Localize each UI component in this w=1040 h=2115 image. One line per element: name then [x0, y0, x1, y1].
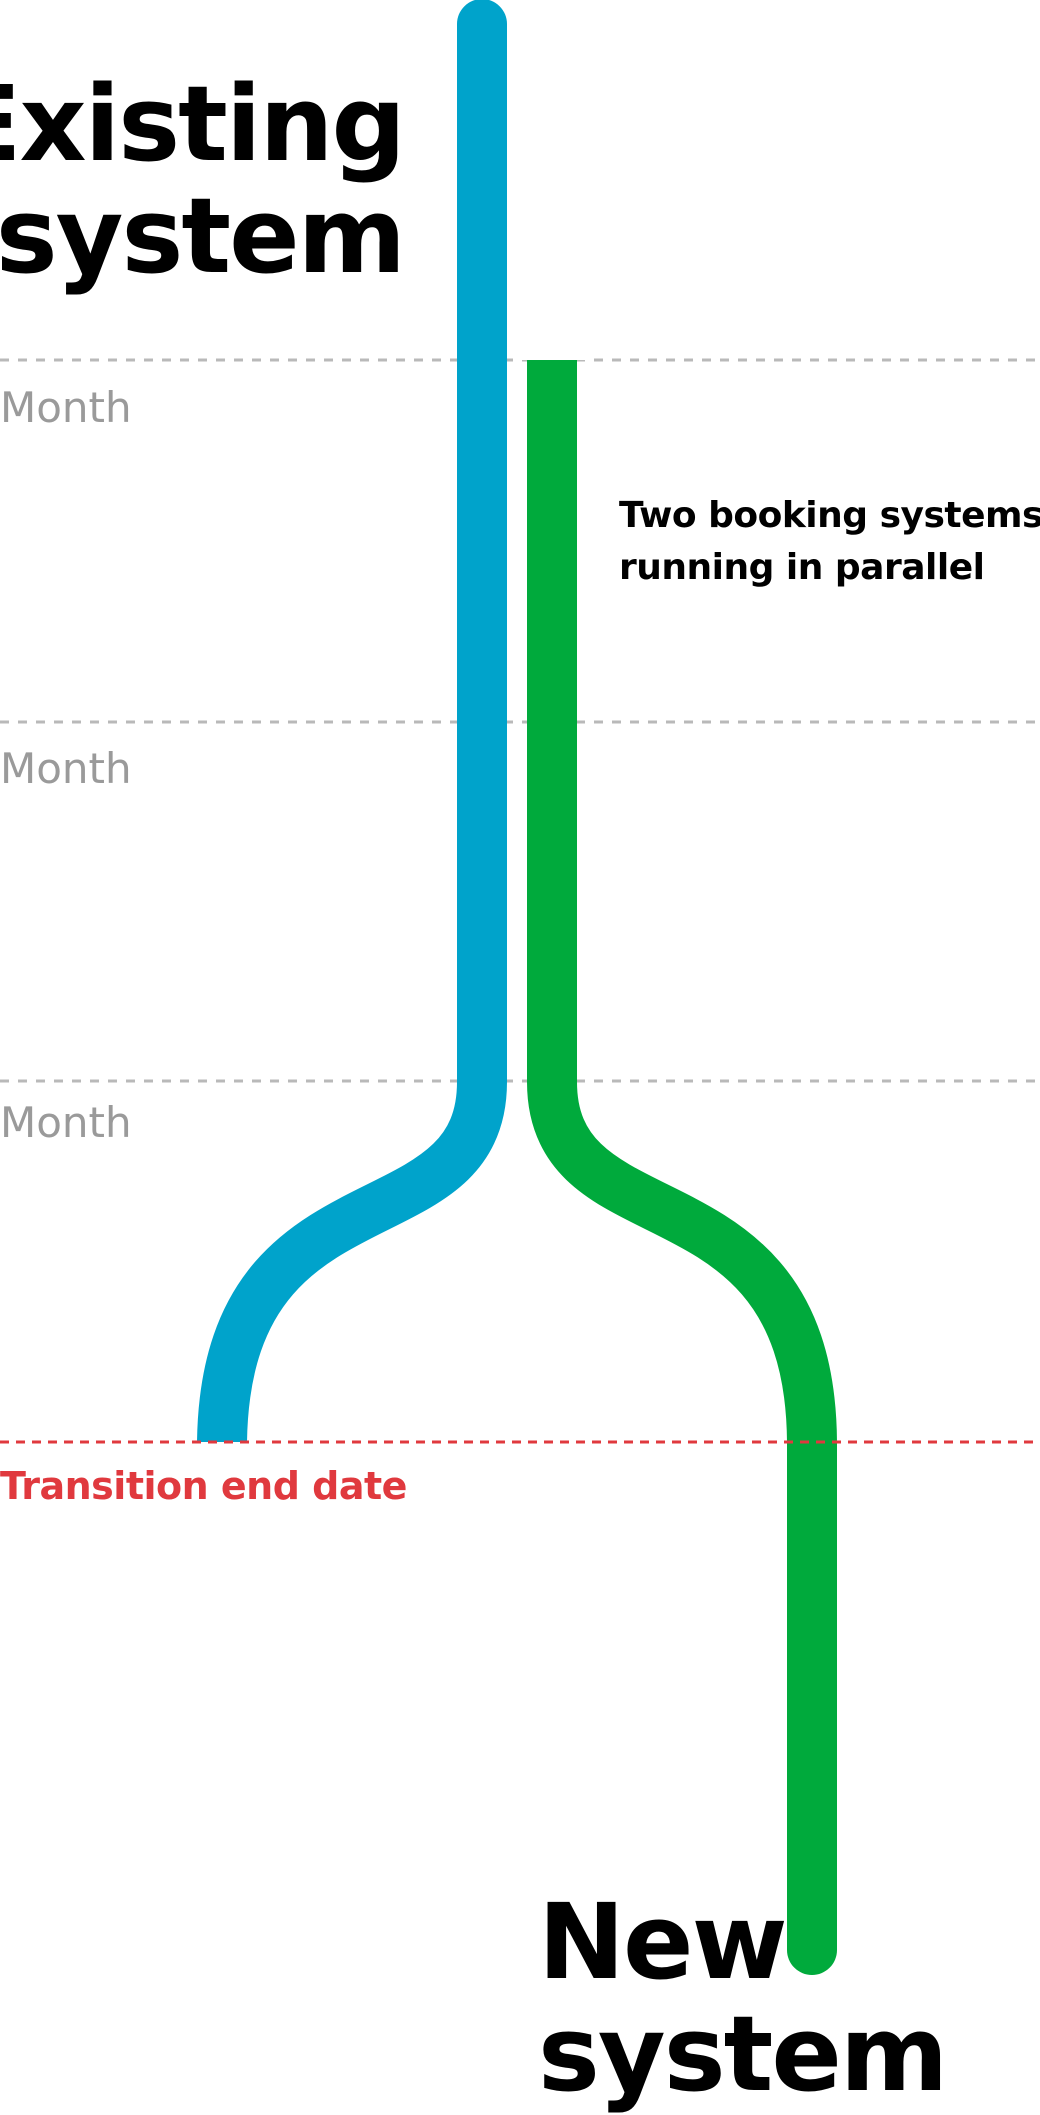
existing-system-track — [197, 0, 507, 1467]
month-label: Month — [0, 1098, 132, 1147]
new-title-line-2: system — [538, 1993, 948, 2115]
new-system-track — [527, 335, 837, 1975]
existing-track-end-mask — [180, 1442, 270, 1482]
month-label: Month — [0, 383, 132, 432]
month-label: Month — [0, 744, 132, 793]
existing-title-line-1: Existing — [0, 63, 406, 185]
existing-title-line-2: system — [0, 175, 406, 297]
annotation-line-2: running in parallel — [619, 547, 985, 588]
annotation-line-1: Two booking systems — [619, 495, 1040, 536]
new-title-line-1: New — [538, 1881, 788, 2003]
new-track-start-mask — [515, 320, 590, 360]
new-system-title: New system — [538, 1881, 948, 2115]
transition-end-label: Transition end date — [0, 1464, 407, 1508]
existing-system-title: Existing system — [0, 63, 406, 297]
parallel-annotation: Two booking systems running in parallel — [619, 490, 1040, 594]
